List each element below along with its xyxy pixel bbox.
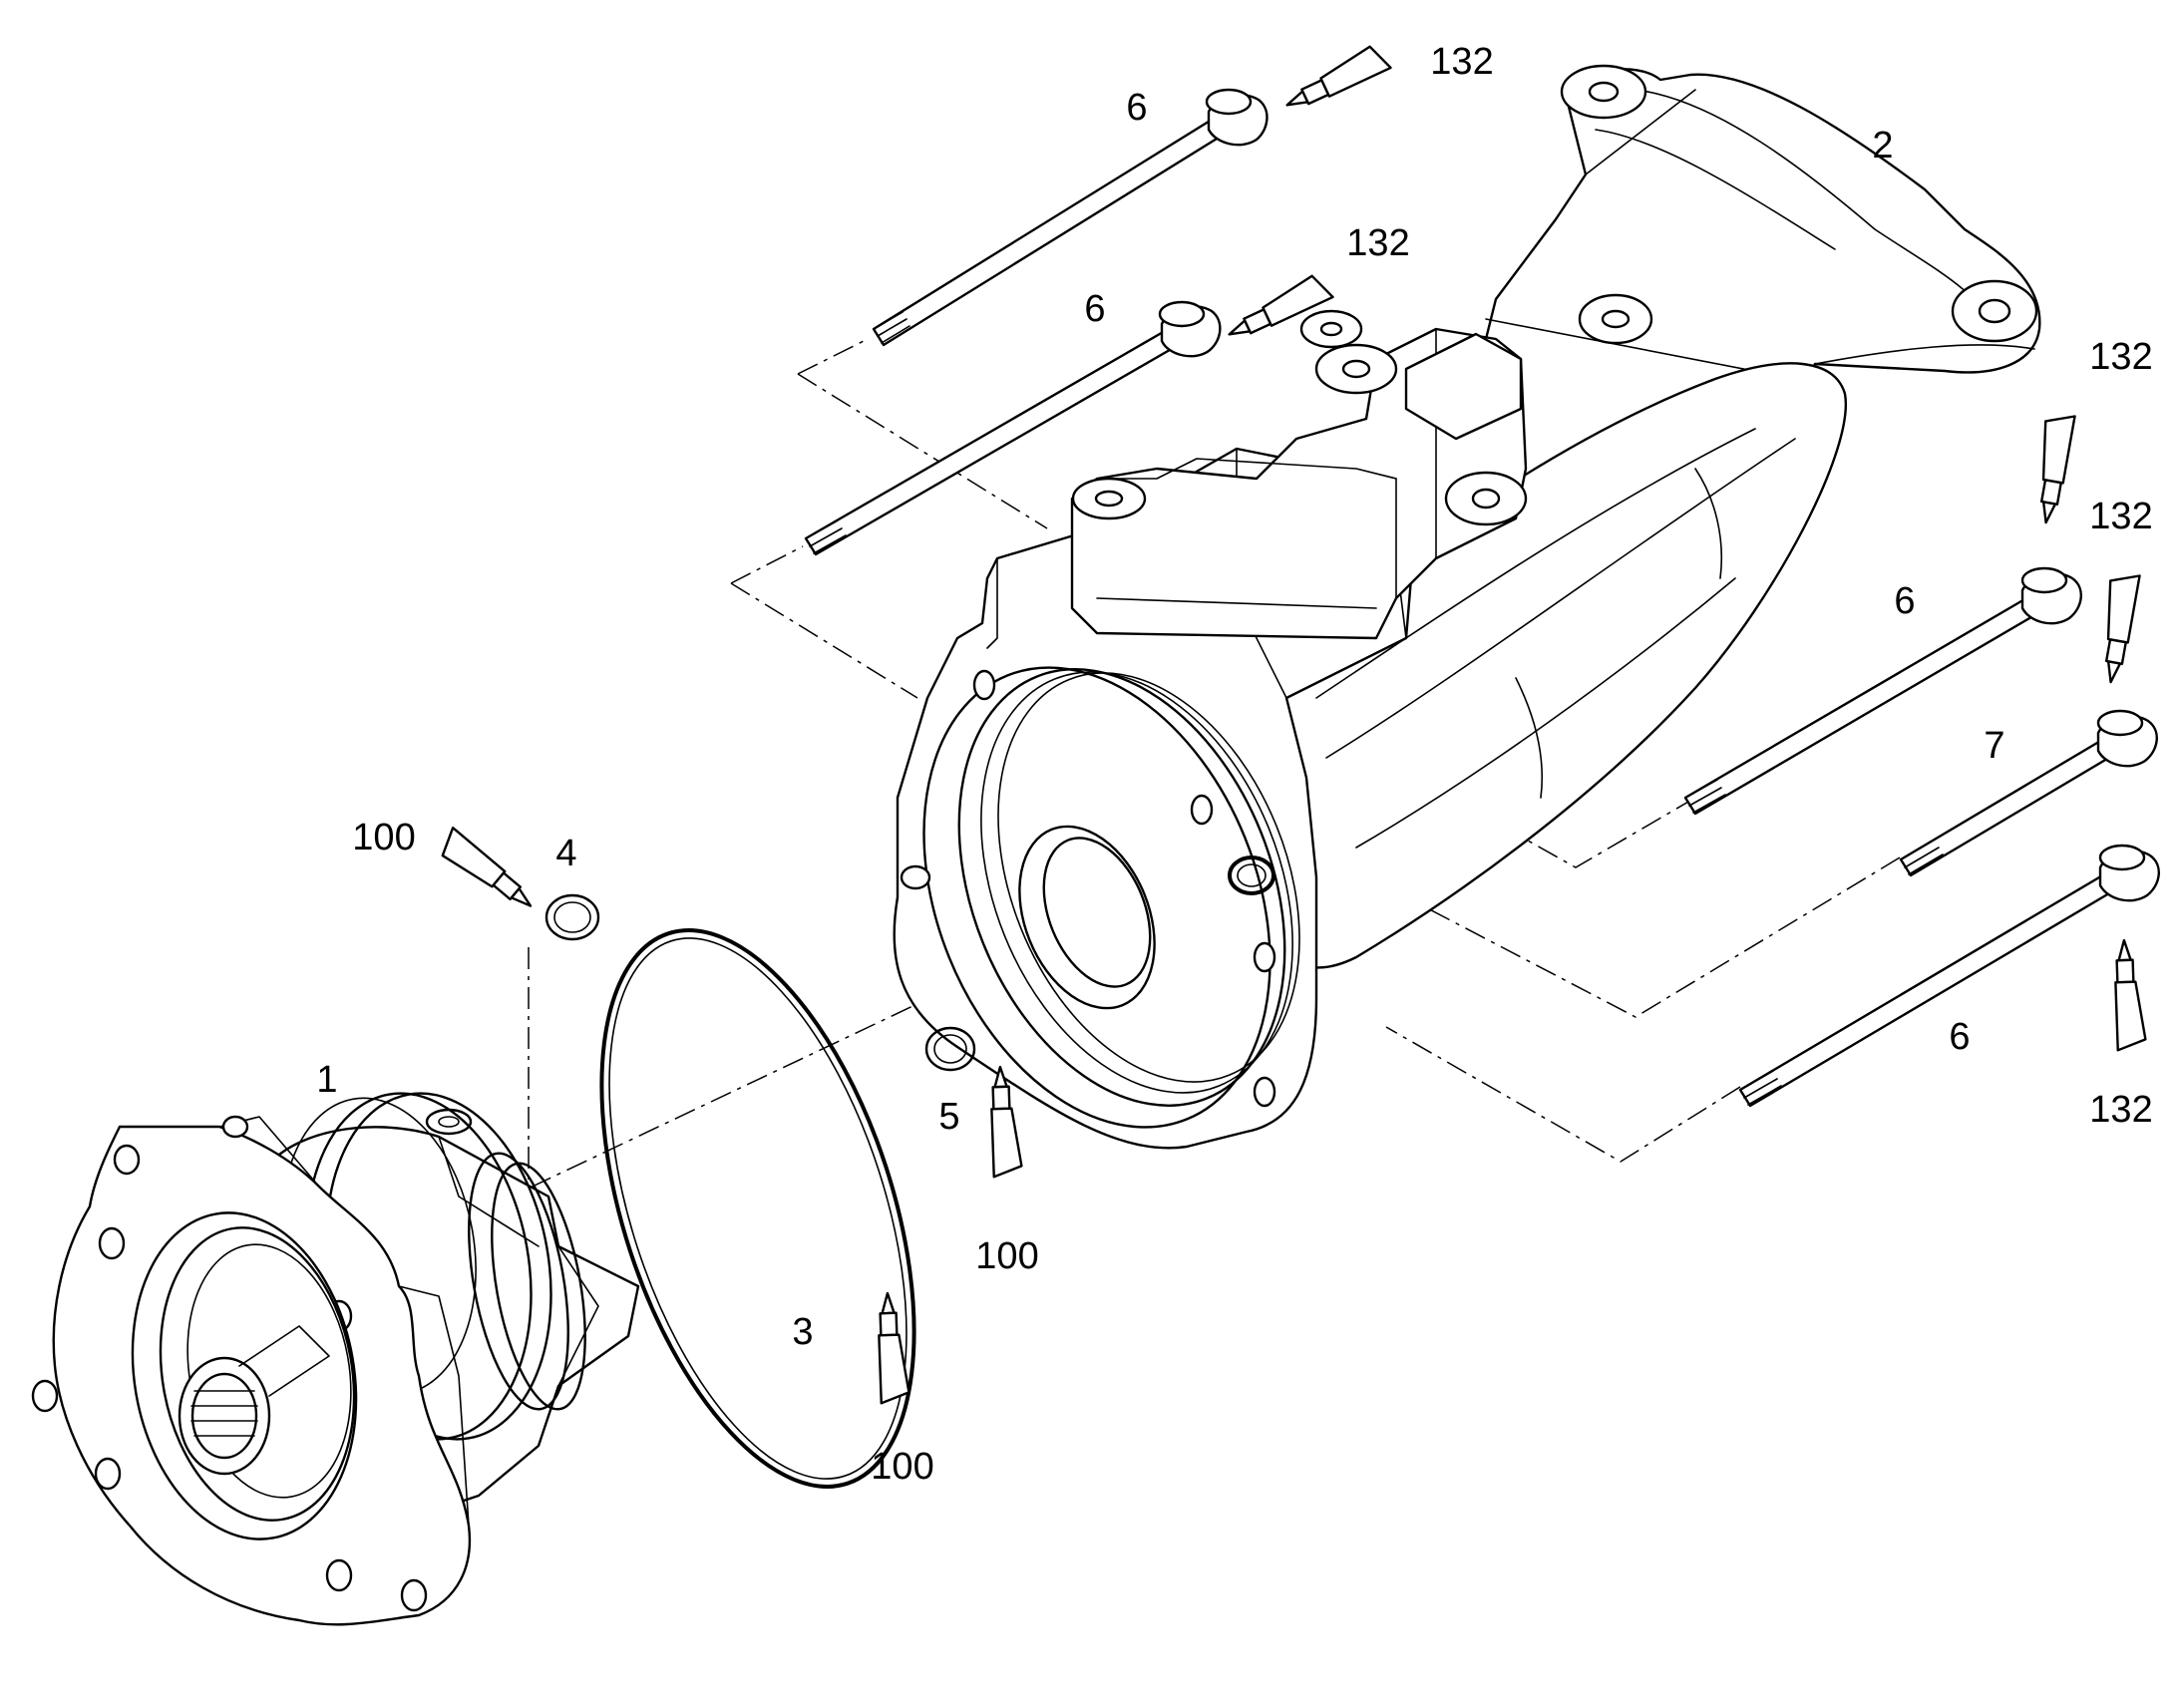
callout-132-top: 132 [1430, 41, 1493, 83]
compound-tube-132-e [2114, 938, 2147, 1052]
callout-4: 4 [555, 833, 576, 874]
callout-1: 1 [316, 1059, 337, 1101]
callout-2: 2 [1872, 125, 1893, 167]
small-o-ring-4 [545, 893, 600, 941]
callout-3: 3 [792, 1311, 813, 1353]
callout-6-second: 6 [1084, 288, 1105, 330]
callout-132-right-a: 132 [2089, 336, 2152, 378]
callout-7: 7 [1984, 725, 2004, 767]
callout-labels: 1 2 3 4 5 6 6 6 6 7 100 100 100 132 132 … [316, 41, 2152, 1488]
compound-tube-132-b [1228, 274, 1334, 336]
bolt-6-right-upper [1683, 566, 2082, 816]
compound-tube-132-c [2039, 415, 2076, 524]
pump-unit [31, 1092, 640, 1626]
callout-100-upper-left: 100 [352, 817, 415, 858]
callout-132-right-c: 132 [2089, 1089, 2152, 1131]
callout-5: 5 [938, 1096, 959, 1138]
compound-tube-100-a [441, 827, 533, 907]
compound-tube-132-d [2104, 574, 2141, 684]
bolt-6-right-lower [1738, 844, 2160, 1108]
callout-132-right-b: 132 [2089, 496, 2152, 537]
large-o-ring [599, 928, 916, 1489]
callout-100-middle: 100 [975, 1235, 1038, 1277]
callout-6-right-upper: 6 [1894, 580, 1915, 622]
bolt-7 [1899, 709, 2158, 877]
callout-100-lower: 100 [871, 1446, 933, 1488]
compound-tube-100-c [878, 1291, 910, 1405]
main-housing [893, 64, 2041, 1150]
compound-tube-132-a [1285, 45, 1392, 107]
callout-6-right-lower: 6 [1949, 1016, 1970, 1058]
bolt-6-second [804, 300, 1222, 556]
small-o-ring-5 [924, 1026, 976, 1072]
housing-arm [1274, 362, 1848, 969]
compound-tube-100-b [990, 1065, 1023, 1179]
bolt-6-top [872, 88, 1269, 347]
callout-132-second: 132 [1346, 222, 1409, 264]
callout-6-top: 6 [1126, 87, 1147, 129]
